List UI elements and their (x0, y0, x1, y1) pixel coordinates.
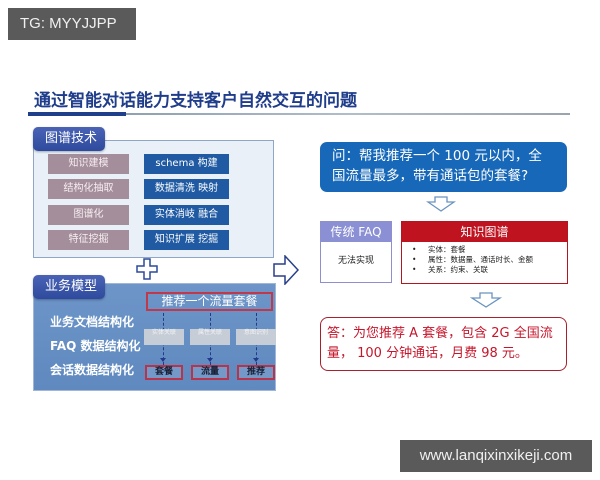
plus-icon (136, 258, 158, 280)
biz-line-dialog: 会话数据结构化 (50, 363, 135, 377)
biz-line-faq: FAQ 数据结构化 (50, 339, 141, 353)
kg-title: 知识图谱 (402, 222, 567, 242)
kg-item-attribute: •属性：数据量、通话时长、金额 (412, 255, 533, 264)
faq-title: 传统 FAQ (321, 222, 391, 242)
down-arrow-2-icon (470, 292, 502, 308)
tech-item-knowledge-expansion: 知识扩展 挖掘 (144, 230, 229, 250)
tech-item-knowledge-modeling: 知识建模 (48, 154, 129, 174)
output-traffic-box: 流量 (191, 365, 229, 380)
down-arrow-icon (426, 196, 456, 212)
answer-bubble: 答：为您推荐 A 套餐，包含 2G 全国流量， 100 分钟通话，月费 98 元… (320, 317, 567, 371)
tech-item-entity-fusion: 实体消岐 融合 (144, 205, 229, 225)
question-bubble: 问：帮我推荐一个 100 元以内，全国流量最多，带有通话包的套餐? (320, 142, 567, 192)
tech-item-schema-build: schema 构建 (144, 154, 229, 174)
attribute-link-box: 属性关联 (190, 329, 230, 345)
kg-item-relation: •关系：约束、关联 (412, 265, 488, 274)
knowledge-graph-box: 知识图谱 •实体：套餐 •属性：数据量、通话时长、金额 •关系：约束、关联 (401, 221, 568, 284)
graph-tech-tag: 图谱技术 (33, 127, 105, 151)
entity-link-box: 实体关联 (144, 329, 184, 345)
slide-title: 通过智能对话能力支持客户自然交互的问题 (34, 91, 357, 111)
recommend-query-box: 推荐一个流量套餐 (146, 292, 273, 311)
right-arrow-icon (273, 255, 299, 285)
tech-item-data-cleaning: 数据清洗 映射 (144, 179, 229, 199)
kg-item-entity: •实体：套餐 (412, 245, 466, 254)
biz-line-doc: 业务文档结构化 (50, 315, 135, 329)
output-package-box: 套餐 (145, 365, 183, 380)
flow-arrow-3-icon (253, 358, 259, 362)
tech-item-feature-mining: 特征挖掘 (48, 230, 129, 250)
faq-body: 无法实现 (337, 256, 374, 266)
kg-list: •实体：套餐 •属性：数据量、通话时长、金额 •关系：约束、关联 (402, 242, 567, 275)
title-divider (28, 113, 570, 115)
tech-item-structured-extraction: 结构化抽取 (48, 179, 129, 199)
traditional-faq-box: 传统 FAQ 无法实现 (320, 221, 392, 283)
title-divider-accent (28, 112, 126, 116)
flow-arrow-1-icon (160, 358, 166, 362)
tg-label: TG: MYYJJPP (8, 8, 136, 40)
business-model-tag: 业务模型 (33, 275, 105, 299)
flow-arrow-2-icon (207, 358, 213, 362)
site-url-label: www.lanqixinxikeji.com (400, 440, 592, 472)
output-recommend-box: 推荐 (237, 365, 275, 380)
intent-recognition-box: 意图识别 (236, 329, 276, 345)
tech-item-graphify: 图谱化 (48, 205, 129, 225)
